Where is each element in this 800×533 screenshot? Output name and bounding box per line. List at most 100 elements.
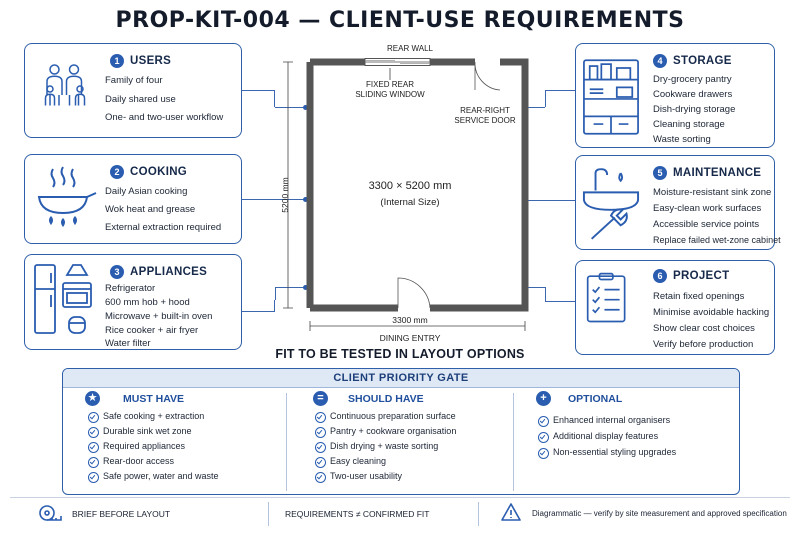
connector [525, 200, 575, 201]
card-maintenance: 5 MAINTENANCE Moisture-resistant sink zo… [575, 155, 781, 250]
must-have-item: Safe power, water and waste [88, 471, 219, 483]
card-title: APPLIANCES [130, 266, 208, 278]
card-number: 1 [110, 54, 124, 68]
card-line: Cleaning storage [653, 119, 725, 130]
should-have-item: Easy cleaning [315, 456, 386, 468]
should-have-item: Continuous preparation surface [315, 411, 456, 423]
rear-wall-label: REAR WALL [387, 44, 433, 53]
warning-icon [501, 503, 521, 521]
optional-item: Additional display features [538, 431, 658, 443]
equals-icon: = [313, 391, 328, 406]
service-door-label: REAR-RIGHT SERVICE DOOR [445, 106, 525, 126]
room-size: 3300 × 5200 mm [368, 180, 452, 192]
card-line: Easy-clean work surfaces [653, 203, 762, 214]
card-users: 1 USERS Family of four Daily shared use … [24, 43, 242, 138]
priority-gate-title: CLIENT PRIORITY GATE [63, 369, 739, 388]
card-line: Retain fixed openings [653, 291, 745, 302]
card-line: Verify before production [653, 339, 754, 350]
must-have-title: MUST HAVE [123, 393, 185, 405]
card-line: Show clear cost choices [653, 323, 755, 334]
divider [478, 502, 479, 526]
dining-entry-label: DINING ENTRY [379, 333, 441, 343]
divider [268, 502, 269, 526]
fit-banner: FIT TO BE TESTED IN LAYOUT OPTIONS [275, 347, 525, 361]
connector [275, 287, 276, 300]
depth-dimension: 5200 mm [280, 177, 290, 213]
card-line: Waste sorting [653, 134, 711, 145]
card-title: MAINTENANCE [673, 167, 762, 179]
appliances-icon [34, 264, 92, 334]
card-appliances: 3 APPLIANCES Refrigerator 600 mm hob + h… [24, 254, 242, 350]
connector [525, 107, 545, 108]
connector-dot [303, 105, 308, 110]
card-line: Minimise avoidable hacking [653, 307, 770, 318]
card-cooking: 2 COOKING Daily Asian cooking Wok heat a… [24, 154, 242, 244]
card-line: Moisture-resistant sink zone [653, 187, 772, 198]
must-have-item: Required appliances [88, 441, 185, 453]
card-storage: 4 STORAGE Dry-grocery pantry Cookware dr… [575, 43, 775, 148]
card-line: Daily shared use [105, 94, 176, 105]
card-line: Accessible service points [653, 219, 760, 230]
card-title: USERS [130, 55, 172, 67]
should-have-item: Pantry + cookware organisation [315, 426, 456, 438]
card-line: Refrigerator [105, 283, 156, 294]
rear-window-line: SLIDING WINDOW [355, 90, 425, 99]
rear-window-label: FIXED REAR SLIDING WINDOW [355, 80, 425, 100]
card-line: Cookware drawers [653, 89, 733, 100]
card-line: Dry-grocery pantry [653, 74, 732, 85]
card-line: Water filter [105, 338, 151, 349]
rear-window-line: FIXED REAR [365, 80, 414, 89]
sink-wrench-icon [582, 168, 640, 240]
footer-mid: REQUIREMENTS ≠ CONFIRMED FIT [285, 509, 430, 519]
card-line: External extraction required [105, 222, 222, 233]
connector-dot [303, 197, 308, 202]
wok-icon [37, 166, 97, 227]
optional-item: Enhanced internal organisers [538, 415, 670, 427]
card-line: Daily Asian cooking [105, 186, 188, 197]
card-line: Microwave + built-in oven [105, 311, 213, 322]
must-have-item: Rear-door access [88, 456, 174, 468]
card-line: 600 mm hob + hood [105, 297, 190, 308]
should-have-item: Dish drying + waste sorting [315, 441, 438, 453]
must-have-item: Durable sink wet zone [88, 426, 192, 438]
card-title: COOKING [130, 166, 188, 178]
card-project: 6 PROJECT Retain fixed openings Minimise… [575, 260, 775, 355]
tape-measure-icon [39, 505, 62, 521]
card-line: Dish-drying storage [653, 104, 736, 115]
should-have-item: Two-user usability [315, 471, 402, 483]
connector [545, 90, 575, 107]
connector [242, 199, 305, 200]
card-number: 5 [653, 166, 667, 180]
pantry-shelves-icon [583, 59, 639, 135]
footer-left: BRIEF BEFORE LAYOUT [72, 509, 171, 519]
connector [242, 300, 275, 312]
divider [513, 393, 514, 491]
width-dimension: 3300 mm [392, 315, 428, 325]
card-number: 4 [653, 54, 667, 68]
card-number: 2 [110, 165, 124, 179]
page-title: PROP-KIT-004 — CLIENT-USE REQUIREMENTS [115, 8, 685, 33]
floor-plan [283, 58, 529, 331]
footer-divider [10, 497, 790, 498]
card-line: Family of four [105, 75, 163, 86]
family-icon [44, 64, 86, 106]
card-line: One- and two-user workflow [105, 112, 224, 123]
priority-gate: CLIENT PRIORITY GATE ★ MUST HAVE Safe co… [62, 368, 740, 495]
star-icon: ★ [85, 391, 100, 406]
connector-dot [303, 285, 308, 290]
optional-title: OPTIONAL [568, 393, 623, 405]
connector [545, 287, 575, 302]
divider [286, 393, 287, 491]
card-line: Rice cooker + air fryer [105, 325, 199, 336]
card-line: Wok heat and grease [105, 204, 196, 215]
connector [525, 287, 545, 288]
should-have-title: SHOULD HAVE [348, 393, 424, 405]
window-leader [389, 68, 391, 80]
checklist-icon [586, 272, 626, 323]
card-number: 3 [110, 265, 124, 279]
connector [275, 287, 305, 288]
service-door-line: SERVICE DOOR [454, 116, 516, 125]
footer-right: Diagrammatic — verify by site measuremen… [532, 509, 787, 518]
card-title: PROJECT [673, 270, 730, 282]
connector [242, 90, 275, 107]
